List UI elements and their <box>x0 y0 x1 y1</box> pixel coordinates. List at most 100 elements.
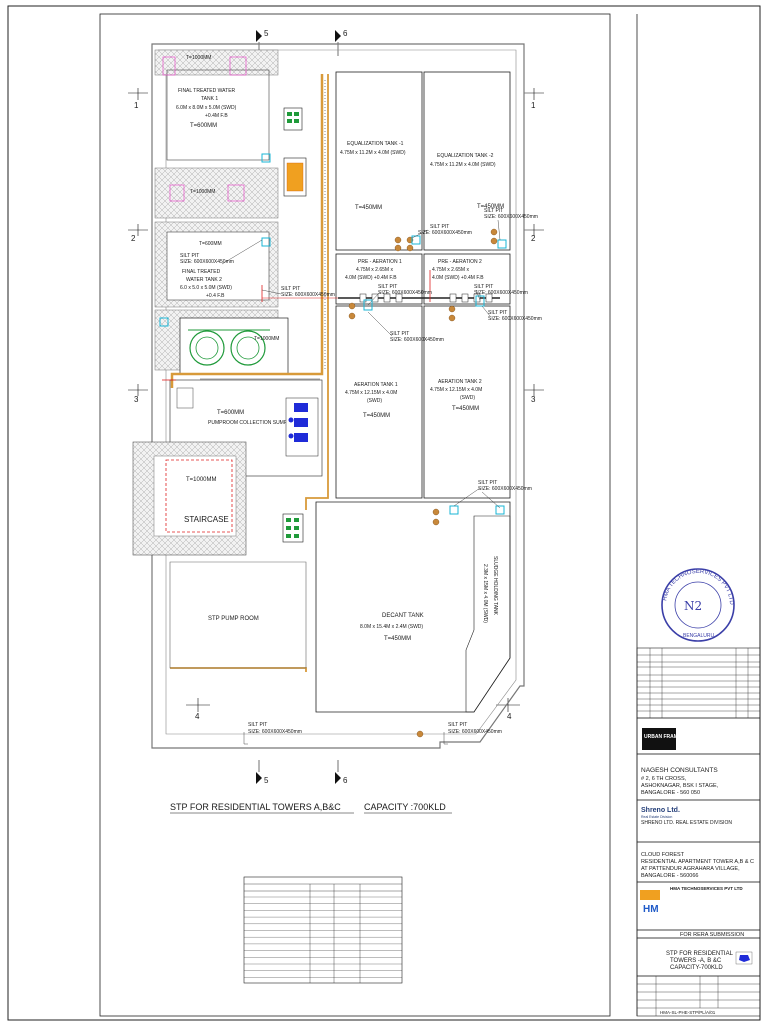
svg-text:T=1000MM: T=1000MM <box>186 477 217 483</box>
svg-text:8.0M x 15.4M x 2.4M (SWD): 8.0M x 15.4M x 2.4M (SWD) <box>360 624 423 630</box>
svg-text:4: 4 <box>507 712 512 721</box>
svg-text:SIZE: 600X600X450mm: SIZE: 600X600X450mm <box>474 290 528 296</box>
svg-text:SIZE: 600X600X450mm: SIZE: 600X600X450mm <box>248 729 302 735</box>
svg-text:RESIDENTIAL APARTMENT TOWER A,: RESIDENTIAL APARTMENT TOWER A,B & C <box>641 859 754 865</box>
final-treated-tank-2: T=600MM FINAL TREATED WATER TANK 2 6.0 x… <box>154 221 279 308</box>
equalization-tank-1: EQUALIZATION TANK -1 4.75M x 11.2M x 4.0… <box>335 71 423 251</box>
svg-text:BANGALORE - 560 050: BANGALORE - 560 050 <box>641 790 700 796</box>
svg-text:TANK 1: TANK 1 <box>201 96 218 102</box>
svg-text:AERATION TANK 2: AERATION TANK 2 <box>438 379 482 385</box>
svg-text:SIZE: 600X600X450mm: SIZE: 600X600X450mm <box>281 292 335 298</box>
svg-text:SIZE: 600X600X450mm: SIZE: 600X600X450mm <box>484 214 538 220</box>
svg-text:SILT PIT: SILT PIT <box>474 284 493 290</box>
svg-text:EQUALIZATION TANK -1: EQUALIZATION TANK -1 <box>347 141 404 147</box>
svg-text:+0.4M F.B: +0.4M F.B <box>205 113 228 119</box>
svg-text:SILT PIT: SILT PIT <box>180 253 199 259</box>
svg-text:NAGESH CONSULTANTS: NAGESH CONSULTANTS <box>641 767 718 774</box>
svg-text:2: 2 <box>131 234 136 243</box>
aeration-tank-1: AERATION TANK 1 4.75M x 12.15M x 4.0M (S… <box>335 305 423 499</box>
svg-text:2: 2 <box>531 234 536 243</box>
section-marks-right: 1 2 3 4 <box>496 88 544 721</box>
mep-logo: HM <box>640 890 660 915</box>
svg-text:3: 3 <box>134 395 139 404</box>
svg-text:SIZE: 600X600X450mm: SIZE: 600X600X450mm <box>180 259 234 265</box>
svg-text:T=450MM: T=450MM <box>452 406 479 412</box>
svg-text:SIZE: 600X600X450mm: SIZE: 600X600X450mm <box>478 486 532 492</box>
svg-text:3: 3 <box>531 395 536 404</box>
svg-text:(SWD): (SWD) <box>460 395 475 401</box>
svg-text:PRE - AERATION 2: PRE - AERATION 2 <box>438 259 482 265</box>
mid-slab: T=1000MM <box>154 167 279 219</box>
title-block: HMA TECHNOSERVICES PVT LTD N2 BENGALURU … <box>636 563 761 1017</box>
svg-text:4: 4 <box>195 712 200 721</box>
company-stamp: HMA TECHNOSERVICES PVT LTD N2 BENGALURU <box>650 563 744 645</box>
svg-text:DECANT TANK: DECANT TANK <box>382 613 424 619</box>
equalization-tank-2: EQUALIZATION TANK -2 4.75M x 11.2M x 4.0… <box>423 71 511 251</box>
svg-text:SIZE: 600X600X450mm: SIZE: 600X600X450mm <box>418 230 472 236</box>
svg-text:STP PUMP ROOM: STP PUMP ROOM <box>208 616 259 622</box>
section-mark-5-bottom: 5 <box>256 760 269 785</box>
section-marks-left: 1 2 3 4 <box>128 88 210 721</box>
drawing-title: STP FOR RESIDENTIAL TOWERS A,B&C CAPACIT… <box>170 802 452 814</box>
silt-pit-label-5: SILT PIT SIZE: 600X600X450mm <box>378 284 432 296</box>
svg-text:4.0M (SWD) +0.4M F.B: 4.0M (SWD) +0.4M F.B <box>345 275 397 281</box>
svg-text:SILT PIT: SILT PIT <box>378 284 397 290</box>
silt-pit-label-11: SILT PIT SIZE: 600X600X450mm <box>448 722 502 735</box>
client-logo: Shreno Ltd. <box>641 807 680 814</box>
decant-tank: DECANT TANK 8.0M x 15.4M x 2.4M (SWD) T=… <box>315 501 511 713</box>
svg-text:FOR RERA SUBMISSION: FOR RERA SUBMISSION <box>680 932 744 938</box>
silt-pit-label-7: SILT PIT SIZE: 600X600X450mm <box>488 310 542 322</box>
main-pipe <box>170 74 324 388</box>
silt-pit-label-4: SILT PIT SIZE: 600X600X450mm <box>281 286 335 298</box>
svg-text:T=450MM: T=450MM <box>477 204 504 210</box>
svg-text:+0.4 F.B: +0.4 F.B <box>206 293 225 299</box>
plot-boundary <box>151 43 525 749</box>
svg-text:SIZE: 600X600X450mm: SIZE: 600X600X450mm <box>390 337 444 343</box>
svg-text:SLUDGE HOLDING TANK: SLUDGE HOLDING TANK <box>492 556 498 616</box>
svg-text:SILT PIT: SILT PIT <box>484 208 503 214</box>
silt-pit-label-10: SILT PIT SIZE: 600X600X450mm <box>248 722 302 735</box>
svg-text:SILT PIT: SILT PIT <box>488 310 507 316</box>
stp-pump-room: STP PUMP ROOM <box>169 561 307 669</box>
silt-pit-label-2: SILT PIT SIZE: 600X600X450mm <box>484 208 538 220</box>
svg-text:Real Estate Division: Real Estate Division <box>641 815 672 819</box>
svg-text:SIZE: 600X600X450mm: SIZE: 600X600X450mm <box>488 316 542 322</box>
svg-text:HMA TECHNOSERVICES PVT LTD: HMA TECHNOSERVICES PVT LTD <box>670 886 743 891</box>
svg-text:(SWD): (SWD) <box>367 398 382 404</box>
pump-icons <box>348 228 498 738</box>
sludge-holding-tank: SLUDGE HOLDING TANK 2.3M x 15M x 4.0M (S… <box>465 515 511 713</box>
svg-text:2.3M x 15M x 4.0M (SWD): 2.3M x 15M x 4.0M (SWD) <box>482 564 488 623</box>
svg-text:STP FOR RESIDENTIAL: STP FOR RESIDENTIAL <box>666 951 734 957</box>
svg-text:T=450MM: T=450MM <box>384 636 411 642</box>
svg-text:T=1000MM: T=1000MM <box>190 189 215 195</box>
svg-text:4.75M x 11.2M x 4.0M (SWD): 4.75M x 11.2M x 4.0M (SWD) <box>430 162 496 168</box>
svg-text:WATER TANK 2: WATER TANK 2 <box>186 277 222 283</box>
svg-text:BENGALURU: BENGALURU <box>683 633 715 639</box>
silt-pit-label-9: SILT PIT SIZE: 600X600X450mm <box>478 480 532 492</box>
silt-pit-label-1: SILT PIT SIZE: 600X600X450mm <box>418 224 472 236</box>
section-mark-6-bottom: 6 <box>335 760 348 785</box>
drawing-frame <box>99 13 611 1017</box>
svg-text:4.75M x 2.65M x: 4.75M x 2.65M x <box>432 267 469 273</box>
svg-text:BANGALORE - 560066: BANGALORE - 560066 <box>641 873 698 879</box>
key-plan-icon <box>735 951 753 965</box>
svg-text:EQUALIZATION TANK -2: EQUALIZATION TANK -2 <box>437 153 494 159</box>
svg-text:STP FOR RESIDENTIAL TOWERS A,B: STP FOR RESIDENTIAL TOWERS A,B&C <box>170 802 341 812</box>
pump-set-lower <box>282 513 304 543</box>
air-header <box>261 270 500 303</box>
silt-pit-label-8: SILT PIT SIZE: 600X600X450mm <box>390 331 444 343</box>
svg-text:5: 5 <box>264 29 269 38</box>
section-mark-6-top: 6 <box>335 29 348 56</box>
svg-text:6.0 x 5.0 x 5.0M (SWD): 6.0 x 5.0 x 5.0M (SWD) <box>180 285 232 291</box>
svg-text:CAPACITY :700KLD: CAPACITY :700KLD <box>364 802 446 812</box>
svg-text:ASHOKNAGAR, BSK I STAGE,: ASHOKNAGAR, BSK I STAGE, <box>641 783 719 789</box>
svg-text:URBAN FRAME: URBAN FRAME <box>644 734 682 740</box>
svg-text:AERATION TANK 1: AERATION TANK 1 <box>354 382 398 388</box>
svg-text:T=600MM: T=600MM <box>217 410 244 416</box>
svg-text:T=600MM: T=600MM <box>190 123 217 129</box>
svg-text:SIZE: 600X600X450mm: SIZE: 600X600X450mm <box>378 290 432 296</box>
svg-text:4.75M x 2.65M x: 4.75M x 2.65M x <box>356 267 393 273</box>
svg-text:FINAL TREATED: FINAL TREATED <box>182 269 221 275</box>
svg-text:6: 6 <box>343 776 348 785</box>
